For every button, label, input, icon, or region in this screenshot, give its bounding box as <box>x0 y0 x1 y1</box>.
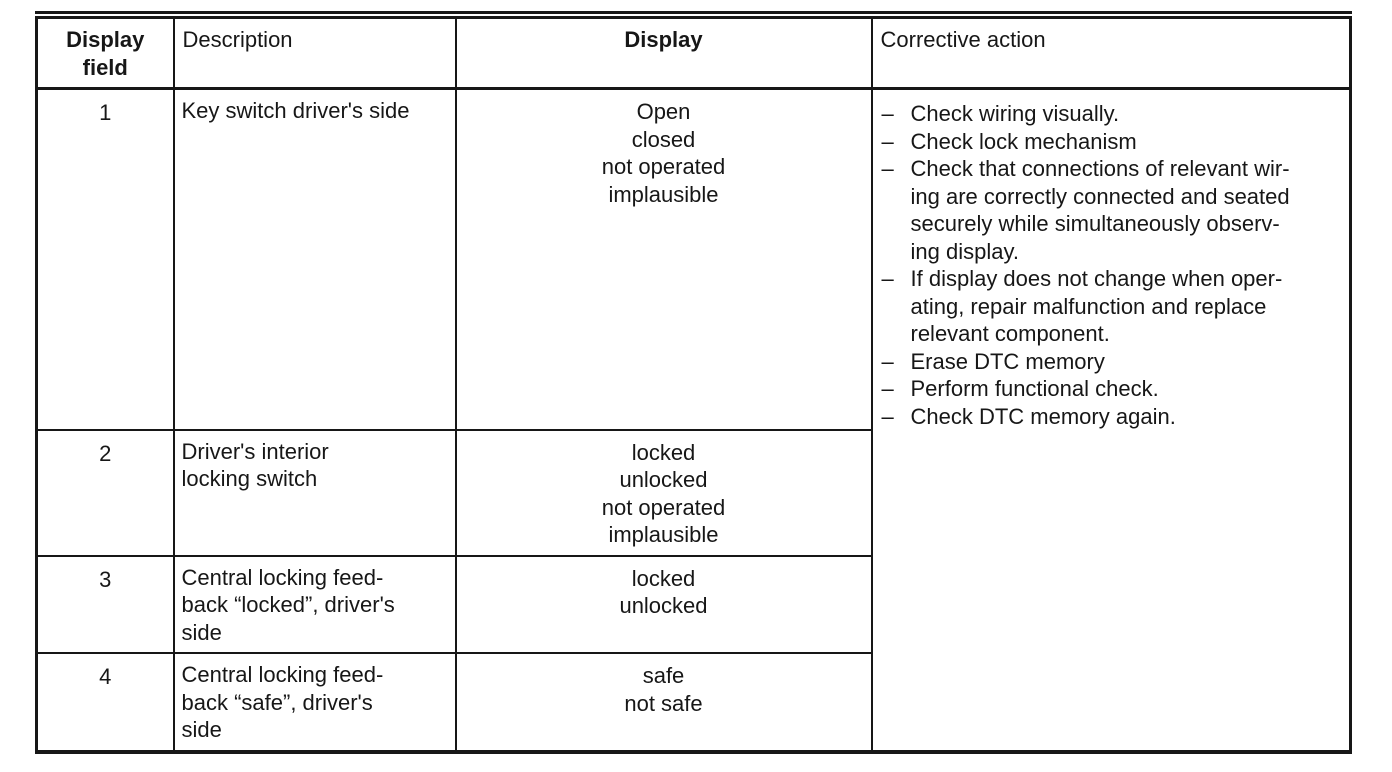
corrective-action-text: Erase DTC memory <box>910 348 1105 374</box>
row-1-field-number: 1 <box>35 87 175 431</box>
corrective-action-item: – Perform functional check. <box>880 375 1342 403</box>
header-display-field: Display field <box>35 14 175 90</box>
table-row-1: 1 Key switch driver's side Open closed n… <box>35 87 1352 753</box>
corrective-action-cell: – Check wiring visually. – Check lock me… <box>870 87 1352 753</box>
row-2-display-values: locked unlocked not operated implausible <box>454 428 873 557</box>
corrective-action-text: Perform functional check. <box>910 376 1159 401</box>
row-3-display-values: locked unlocked <box>454 554 873 654</box>
dash-marker: – <box>881 403 894 429</box>
header-display: Display <box>454 14 873 90</box>
corrective-action-text: Check that connections of relevant wir- … <box>910 156 1290 264</box>
dash-marker: – <box>881 128 894 154</box>
corrective-action-text: Check DTC memory again. <box>910 403 1176 429</box>
corrective-action-item: – Check lock mechanism <box>880 128 1342 156</box>
row-4-display-values: safe not safe <box>454 652 873 753</box>
dash-marker: – <box>881 156 894 181</box>
row-1-description: Key switch driver's side <box>172 87 457 431</box>
corrective-action-text: Check lock mechanism <box>910 128 1137 154</box>
corrective-action-item: – Check wiring visually. <box>880 100 1342 128</box>
table-row-2: 2 Driver's interior locking switch locke… <box>35 428 1351 557</box>
corrective-action-item: – Check DTC memory again. <box>880 403 1342 431</box>
row-3-description: Central locking feed- back “locked”, dri… <box>172 554 457 654</box>
header-corrective-action: Corrective action <box>870 14 1352 90</box>
row-2-field-number: 2 <box>35 428 175 557</box>
row-3-field-number: 3 <box>35 554 175 654</box>
header-row: Display field Description Display Correc… <box>35 14 1352 90</box>
row-1-display-values: Open closed not operated implausible <box>454 87 873 431</box>
corrective-action-text: Check wiring visually. <box>910 101 1120 126</box>
corrective-action-item: – Check that connections of relevant wir… <box>880 155 1342 265</box>
row-4-description: Central locking feed- back “safe”, drive… <box>172 652 457 753</box>
dash-marker: – <box>881 376 894 401</box>
table-row-4: 4 Central locking feed- back “safe”, dri… <box>35 652 1351 753</box>
row-2-description: Driver's interior locking switch <box>172 428 457 557</box>
dash-marker: – <box>881 266 894 291</box>
corrective-action-text: If display does not change when oper- at… <box>910 266 1283 346</box>
row-4-field-number: 4 <box>35 652 175 753</box>
diagnostic-display-table: Display field Description Display Correc… <box>35 11 1352 754</box>
table-row-3: 3 Central locking feed- back “locked”, d… <box>35 554 1351 654</box>
dash-marker: – <box>881 101 894 126</box>
corrective-action-item: – Erase DTC memory <box>880 348 1342 376</box>
dash-marker: – <box>881 348 894 374</box>
header-description: Description <box>172 14 457 90</box>
corrective-action-item: – If display does not change when oper- … <box>880 265 1342 348</box>
